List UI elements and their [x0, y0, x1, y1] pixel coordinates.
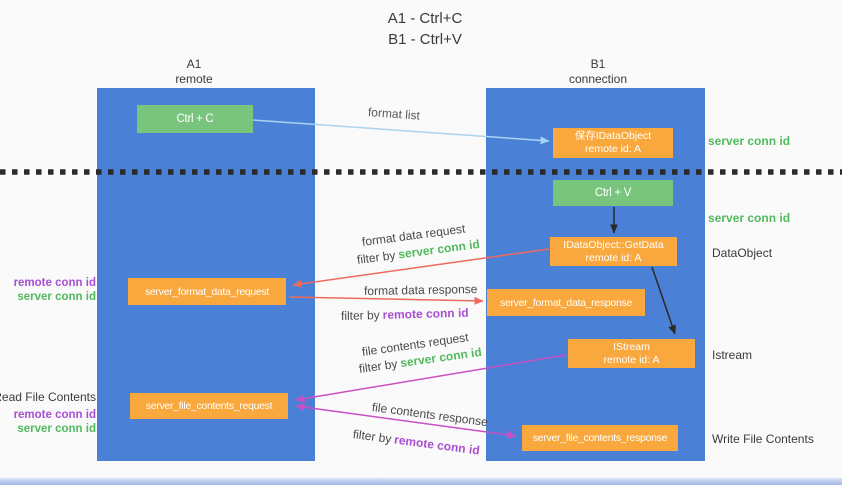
getdata-line1: IDataObject::GetData [563, 239, 664, 251]
column-a1-name: A1 [186, 57, 202, 71]
title-line-2: B1 - Ctrl+V [388, 31, 462, 48]
filter-by-text: filter by [340, 307, 380, 323]
column-a1-subtitle: remote [175, 72, 213, 86]
conn-id-block-top: remote conn id server conn id [14, 277, 96, 304]
save-idataobject-line2: remote id: A [584, 143, 642, 155]
write-file-contents-label: Write File Contents [712, 432, 814, 446]
ctrl-v-label: Ctrl + V [594, 187, 632, 199]
server-conn-id-label-top: server conn id [708, 134, 791, 148]
server-conn-id-label-mid: server conn id [708, 211, 791, 225]
server-format-data-request-box: server_format_data_request [128, 278, 286, 305]
filter-by-text: filter by [356, 248, 397, 267]
ctrl-c-label: Ctrl + C [176, 113, 214, 125]
getdata-line2: remote id: A [585, 252, 642, 264]
istream-line2: remote id: A [603, 354, 660, 366]
column-header-a1: A1 remote [85, 57, 303, 87]
ctrl-c-box: Ctrl + C [137, 105, 253, 133]
diagram-title: A1 - Ctrl+C B1 - Ctrl+V [300, 8, 550, 50]
dataobject-label: DataObject [712, 246, 773, 260]
format-list-label: format list [367, 105, 421, 123]
title-line-1: A1 - Ctrl+C [387, 10, 463, 27]
filter-by-text: filter by [358, 356, 399, 376]
bottom-window-edge [0, 478, 842, 485]
column-b1-name: B1 [590, 57, 606, 71]
save-idataobject-box: 保存IDataObject remote id: A [553, 128, 673, 158]
server-file-contents-request-box: server_file_contents_request [130, 393, 288, 419]
remote-conn-id-label: remote conn id [13, 277, 96, 289]
read-file-contents-label: Read File Contents [0, 390, 96, 404]
format-data-response-label: format data response [363, 282, 478, 298]
getdata-box: IDataObject::GetData remote id: A [550, 237, 677, 266]
file-contents-response-filter-label: filter byremote conn id [352, 427, 480, 458]
filter-by-text: filter by [352, 427, 393, 446]
server-format-data-response-label: server_format_data_response [500, 296, 632, 309]
server-conn-id-label: server conn id [17, 422, 96, 435]
istream-line1: IStream [613, 341, 650, 353]
server-file-contents-response-box: server_file_contents_response [522, 425, 678, 451]
server-conn-id-label: server conn id [17, 290, 96, 303]
server-file-contents-request-label: server_file_contents_request [145, 400, 273, 412]
remote-conn-id-label: remote conn id [13, 409, 96, 421]
server-file-contents-response-label: server_file_contents_response [532, 432, 668, 444]
server-format-data-response-box: server_format_data_response [487, 289, 645, 316]
column-header-b1: B1 connection [489, 57, 707, 87]
save-idataobject-line1: 保存IDataObject [574, 130, 652, 142]
remote-conn-id-text: remote conn id [393, 432, 481, 458]
column-b1-subtitle: connection [568, 72, 628, 86]
ctrl-v-box: Ctrl + V [553, 180, 673, 206]
conn-id-block-bottom: remote conn id server conn id [14, 409, 96, 436]
server-format-data-request-label: server_format_data_request [144, 285, 270, 298]
istream-side-label: Istream [712, 348, 753, 362]
istream-box: IStream remote id: A [568, 339, 695, 368]
file-contents-response-label: file contents response [371, 400, 489, 430]
remote-conn-id-text: remote conn id [382, 305, 469, 322]
